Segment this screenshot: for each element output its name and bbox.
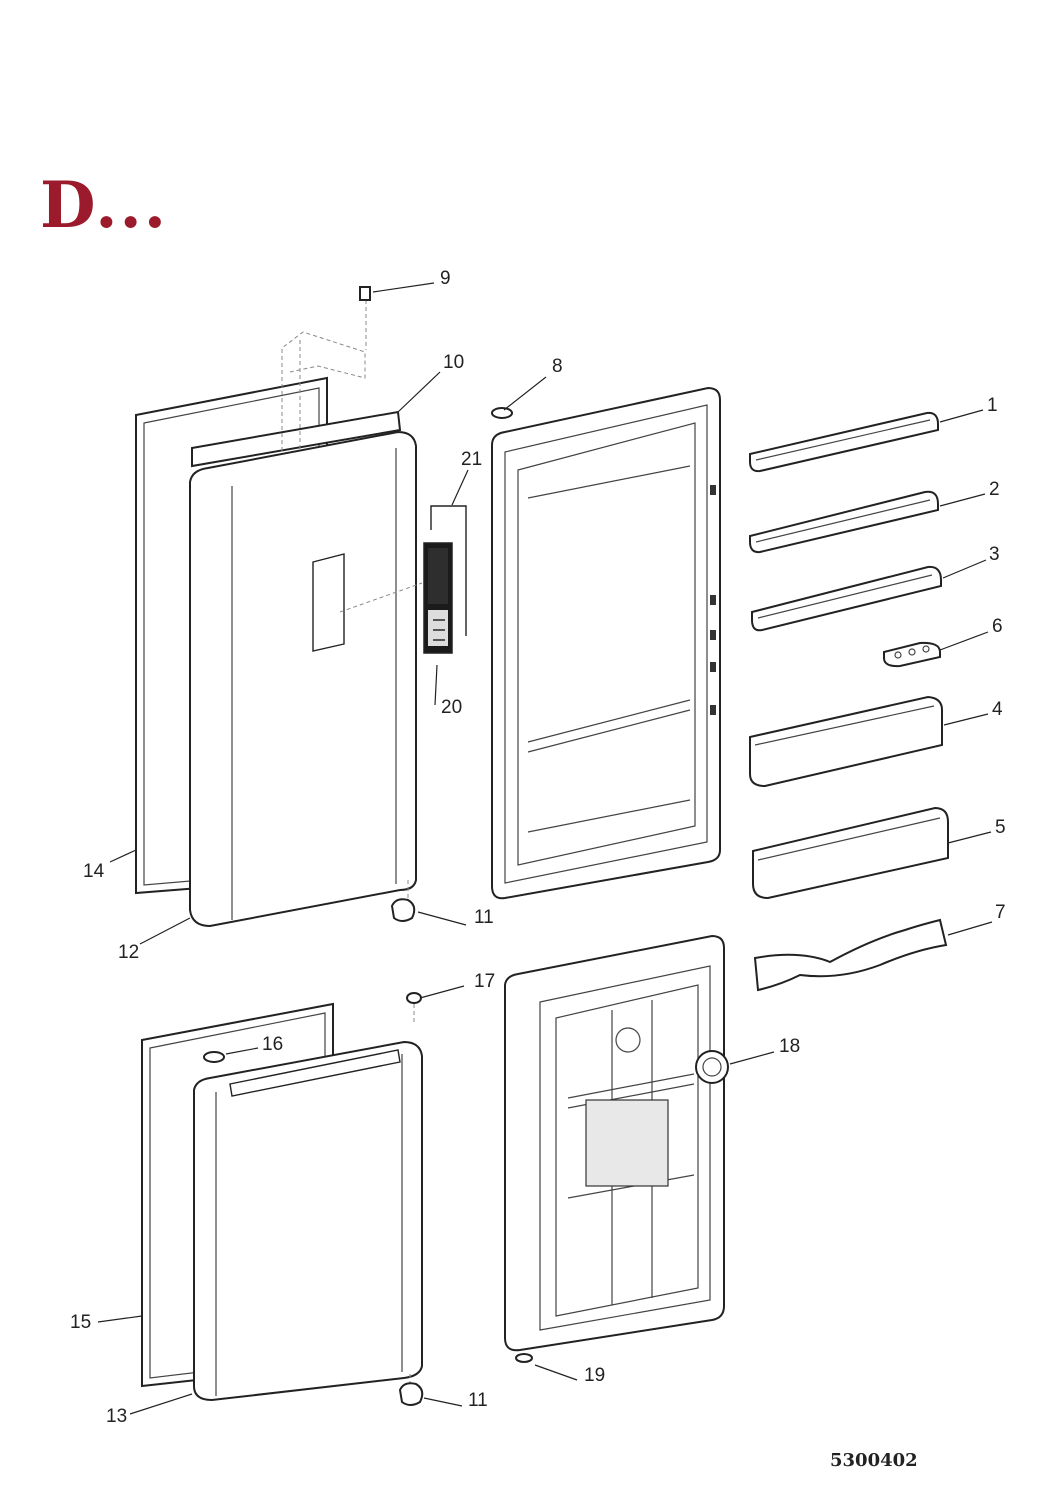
callout-1: 1 — [987, 395, 998, 416]
upper-door-top-trim — [191, 410, 402, 468]
callout-3: 3 — [989, 544, 1000, 565]
callout-4: 4 — [992, 699, 1003, 720]
callout-10: 10 — [443, 352, 464, 373]
callout-6: 6 — [992, 616, 1003, 637]
callout-20: 20 — [441, 697, 462, 718]
upper-door-outer-panel — [189, 430, 423, 928]
lower-door-outer-panel — [193, 1040, 423, 1402]
callout-17: 17 — [474, 971, 495, 992]
door-shelf-2 — [749, 490, 939, 554]
callout-11-upper: 11 — [474, 907, 494, 928]
hinge-pin — [359, 286, 371, 301]
callout-13: 13 — [106, 1406, 127, 1427]
callout-7: 7 — [995, 902, 1006, 923]
callout-11-lower: 11 — [468, 1390, 488, 1411]
callout-9: 9 — [440, 268, 451, 289]
bottle-balcony-5 — [752, 806, 949, 900]
callout-15: 15 — [70, 1312, 91, 1333]
hinge-cover-outline — [281, 300, 367, 458]
door-stop-cap — [491, 407, 513, 419]
callout-14: 14 — [83, 861, 105, 882]
callout-21: 21 — [461, 449, 482, 470]
door-balcony-4 — [749, 695, 943, 788]
temperature-indicator-knob — [695, 1050, 729, 1084]
callout-2: 2 — [989, 479, 1000, 500]
callout-12: 12 — [118, 942, 139, 963]
door-foot-stop — [515, 1353, 533, 1363]
leader-lines — [97, 282, 993, 1415]
upper-door-liner — [491, 386, 721, 900]
door-shelf-1 — [749, 411, 939, 473]
display-bracket — [430, 505, 467, 636]
callout-16: 16 — [262, 1034, 283, 1055]
door-pivot-cap-16 — [203, 1051, 225, 1063]
drawing-number: 5300402 — [830, 1450, 918, 1471]
egg-tray — [883, 641, 941, 668]
door-shelf-3 — [751, 565, 942, 632]
control-display-panel — [423, 542, 453, 654]
callout-5: 5 — [995, 817, 1006, 838]
door-pivot-cap-17 — [406, 992, 422, 1025]
bottle-holder-7 — [753, 918, 948, 992]
callout-8: 8 — [552, 356, 563, 377]
callout-labels: 1 2 3 4 5 6 7 8 9 10 11 11 12 13 14 15 1… — [70, 268, 1006, 1427]
page-title: D... — [40, 168, 169, 243]
callout-19: 19 — [584, 1365, 605, 1386]
hinge-bushing-lower — [398, 1382, 424, 1406]
lower-door-liner — [504, 934, 725, 1352]
hinge-bushing-upper — [390, 898, 416, 922]
callout-18: 18 — [779, 1036, 800, 1057]
